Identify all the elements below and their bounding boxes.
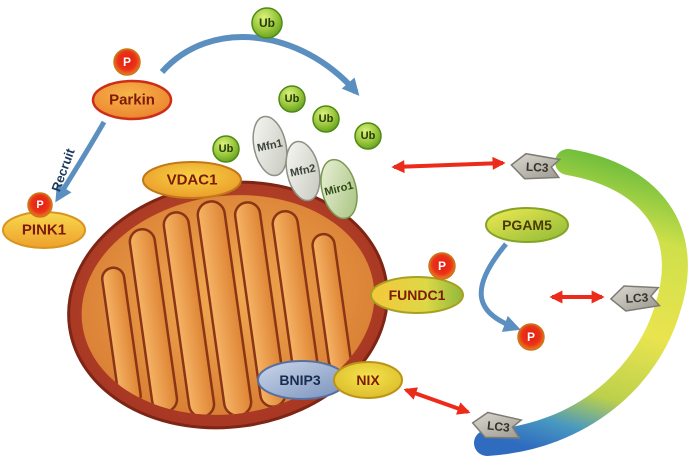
nix-label: NIX	[356, 372, 380, 388]
lc3-receptor-middle: LC3	[609, 285, 661, 312]
lc3-label: LC3	[526, 160, 550, 175]
nix-shape	[333, 361, 403, 399]
ub-label: Ub	[361, 130, 376, 142]
lc3-shape	[609, 285, 661, 312]
mfn1-shape	[252, 115, 288, 177]
ub-on-vdac1: Ub	[212, 135, 240, 163]
bnip3-protein: BNIP3	[257, 360, 347, 400]
phospho-on-fundc1: P	[428, 252, 456, 280]
phospho-label: P	[36, 199, 43, 211]
parkin-shape	[91, 79, 173, 121]
ub-label: Ub	[219, 143, 234, 155]
lc3-shape	[510, 152, 562, 180]
fundc1-protein: FUNDC1	[370, 276, 464, 314]
phospho-shape	[27, 192, 53, 218]
lc3-receptor-top: LC3	[510, 152, 562, 180]
phospho-on-pink1: P	[27, 192, 53, 218]
mfn1-label: Mfn1	[256, 137, 284, 154]
cristae	[100, 200, 352, 418]
parkin-label: Parkin	[109, 92, 155, 109]
mfn2-shape	[285, 140, 321, 202]
phospho-shape	[428, 252, 456, 280]
pgam5-protein: PGAM5	[485, 207, 569, 243]
pink1-protein: PINK1	[2, 211, 86, 249]
mfn2-label: Mfn2	[289, 162, 317, 179]
ub-on-miro1: Ub	[354, 122, 382, 150]
vdac1-label: VDAC1	[167, 172, 218, 189]
pink1-label: PINK1	[22, 222, 66, 239]
lc3-receptor-bottom: LC3	[471, 411, 523, 439]
lc3-label: LC3	[625, 290, 649, 306]
nix-protein: NIX	[333, 361, 403, 399]
pgam5-shape	[485, 207, 569, 243]
phospho-label: P	[123, 55, 131, 69]
ub-label: Ub	[319, 113, 334, 125]
phospho-on-parkin: P	[113, 48, 141, 76]
ubiquitination-arrow	[159, 34, 360, 96]
pgam5-label: PGAM5	[502, 217, 552, 233]
phospho-released: P	[517, 323, 545, 351]
mfn2-protein: Mfn2	[285, 140, 321, 202]
ub-free: Ub	[251, 7, 283, 39]
ub-shape	[278, 85, 306, 113]
mfn1-protein: Mfn1	[252, 115, 288, 177]
ub-label: Ub	[259, 16, 275, 30]
phospho-label: P	[527, 330, 535, 344]
recruit-arrow	[55, 120, 107, 203]
ub-on-mfn1: Ub	[278, 85, 306, 113]
ub-on-mfn2: Ub	[312, 105, 340, 133]
phospho-shape	[113, 48, 141, 76]
nix-lc3-interaction-arrow	[403, 387, 471, 415]
fundc1-shape	[370, 276, 464, 314]
fundc1-label: FUNDC1	[389, 287, 446, 303]
ub-shape	[251, 7, 283, 39]
phagophore-membrane	[474, 149, 688, 456]
vdac1-protein: VDAC1	[142, 161, 242, 199]
phospho-shape	[517, 323, 545, 351]
ub-shape	[354, 122, 382, 150]
phospho-label: P	[438, 259, 446, 273]
miro1-lc3-interaction-arrow	[391, 156, 506, 174]
pgam5-dephosphorylation-arrow	[478, 242, 521, 332]
bnip3-label: BNIP3	[279, 372, 320, 388]
ub-label: Ub	[285, 93, 300, 105]
lc3-shape	[471, 411, 523, 439]
vdac1-shape	[142, 161, 242, 199]
ub-shape	[312, 105, 340, 133]
miro1-shape	[320, 158, 358, 220]
parkin-protein: Parkin	[91, 79, 173, 121]
ub-shape	[212, 135, 240, 163]
lc3-label: LC3	[486, 418, 510, 434]
miro1-protein: Miro1	[320, 158, 358, 220]
